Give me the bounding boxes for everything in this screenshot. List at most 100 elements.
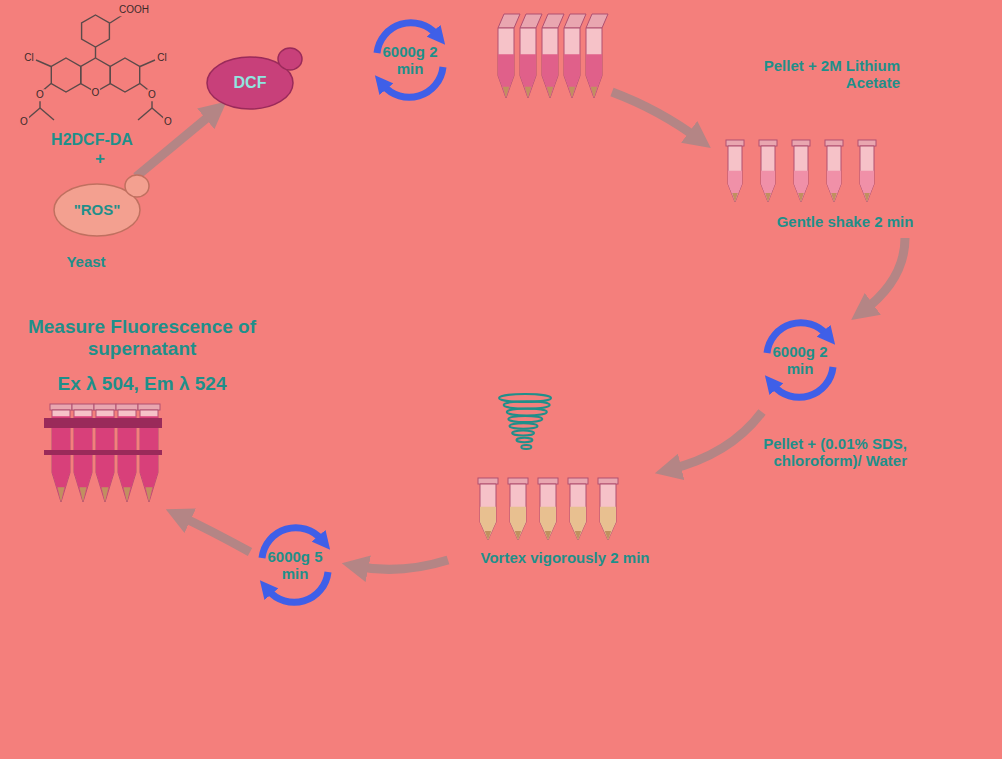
tube-liquid <box>586 54 602 98</box>
tube-pellet <box>765 193 771 202</box>
tube-pellet <box>798 193 804 202</box>
process-arrow <box>178 515 250 552</box>
tube-body <box>586 28 602 98</box>
tube-pellet <box>101 487 108 502</box>
tube-cap <box>538 478 558 484</box>
tube-liquid <box>140 416 158 502</box>
atom-label: O <box>91 87 101 99</box>
process-arrow <box>862 238 905 312</box>
tube-pellet <box>732 193 738 202</box>
tube-rack <box>44 418 162 428</box>
tube-set <box>498 14 608 98</box>
tube-body <box>860 146 874 202</box>
tube-cap <box>520 14 542 28</box>
tube-cap <box>586 14 608 28</box>
tube-cap <box>825 140 843 146</box>
step-label: Ex λ 504, Em λ 524 <box>32 373 252 395</box>
tube-cap <box>726 140 744 146</box>
node-text: 6000g 2 min <box>382 43 438 78</box>
tube-cap <box>498 14 520 28</box>
tube-cap <box>72 404 94 410</box>
tube-liquid <box>542 54 558 98</box>
tube-pellet <box>831 193 837 202</box>
chemical-structure <box>26 14 166 120</box>
yeast-cell: "ROS" <box>52 172 152 238</box>
step-label: Yeast <box>46 253 126 270</box>
vortex-swirl <box>512 431 534 436</box>
atom-label: Cl <box>23 52 34 64</box>
tube-pellet <box>575 531 581 540</box>
ring-bond <box>51 58 80 92</box>
tube-body <box>728 146 742 202</box>
node-text: 6000g 5 min <box>267 548 323 583</box>
chemical-bond <box>95 47 96 58</box>
atom-label: O <box>35 89 45 101</box>
tube-body <box>564 28 580 98</box>
tube-pellet <box>57 487 64 502</box>
tube-body <box>542 28 558 98</box>
vortex-swirl <box>521 445 531 449</box>
tube-body <box>480 484 496 540</box>
step-label: Vortex vigorously 2 min <box>465 549 665 566</box>
tube-pellet <box>545 531 551 540</box>
tube-body <box>600 484 616 540</box>
tube-cap <box>568 478 588 484</box>
tube-body <box>794 146 808 202</box>
node-text: "ROS" <box>74 201 121 218</box>
tube-cap <box>598 478 618 484</box>
tube-cap <box>478 478 498 484</box>
tube-pellet <box>123 487 130 502</box>
tube-pellet <box>79 487 86 502</box>
tube-set <box>726 140 876 202</box>
tube-pellet <box>547 87 553 98</box>
tube-body <box>498 28 514 98</box>
centrifuge-step: 6000g 2 min <box>755 315 845 405</box>
stained-cell: DCF <box>205 45 305 111</box>
tube-liquid <box>794 171 808 202</box>
tube-body <box>827 146 841 202</box>
tube-pellet <box>525 87 531 98</box>
tube-liquid <box>827 171 841 202</box>
vortex-symbol <box>499 394 551 449</box>
tube-pellet <box>605 531 611 540</box>
process-arrow <box>668 412 762 470</box>
tube-liquid <box>600 507 616 540</box>
tube-liquid <box>498 54 514 98</box>
process-arrow <box>612 92 700 140</box>
tube-liquid <box>510 507 526 540</box>
centrifuge-step: 6000g 2 min <box>365 15 455 105</box>
step-label: Gentle shake 2 min <box>755 213 935 230</box>
tube-liquid <box>728 171 742 202</box>
tube-pellet <box>591 87 597 98</box>
tube-cap <box>759 140 777 146</box>
tube-cap <box>564 14 586 28</box>
step-label: + <box>90 149 110 169</box>
tube-pellet <box>569 87 575 98</box>
tube-body <box>761 146 775 202</box>
vortex-swirl <box>516 438 532 442</box>
centrifuge-step: 6000g 5 min <box>250 520 340 610</box>
tube-rack <box>44 450 162 455</box>
tube-body <box>540 484 556 540</box>
ring-bond <box>110 58 139 92</box>
ring-bond <box>82 15 110 47</box>
step-label: Pellet + (0.01% SDS, chloroform)/ Water <box>757 435 907 470</box>
tube-cap <box>116 404 138 410</box>
vortex-swirl <box>504 401 550 408</box>
atom-label: O <box>147 89 157 101</box>
cell-bud <box>278 48 302 70</box>
tube-liquid <box>761 171 775 202</box>
tube-pellet <box>145 487 152 502</box>
tube-pellet <box>485 531 491 540</box>
vortex-swirl <box>509 423 537 429</box>
chemical-bond <box>140 60 155 67</box>
cell-bud <box>125 175 149 197</box>
tube-liquid <box>860 171 874 202</box>
tube-body <box>570 484 586 540</box>
tube-set <box>478 478 618 540</box>
atom-label: O <box>19 116 29 128</box>
tube-cap <box>792 140 810 146</box>
tube-liquid <box>96 416 114 502</box>
step-label: Measure Fluorescence of supernatant <box>22 316 262 360</box>
